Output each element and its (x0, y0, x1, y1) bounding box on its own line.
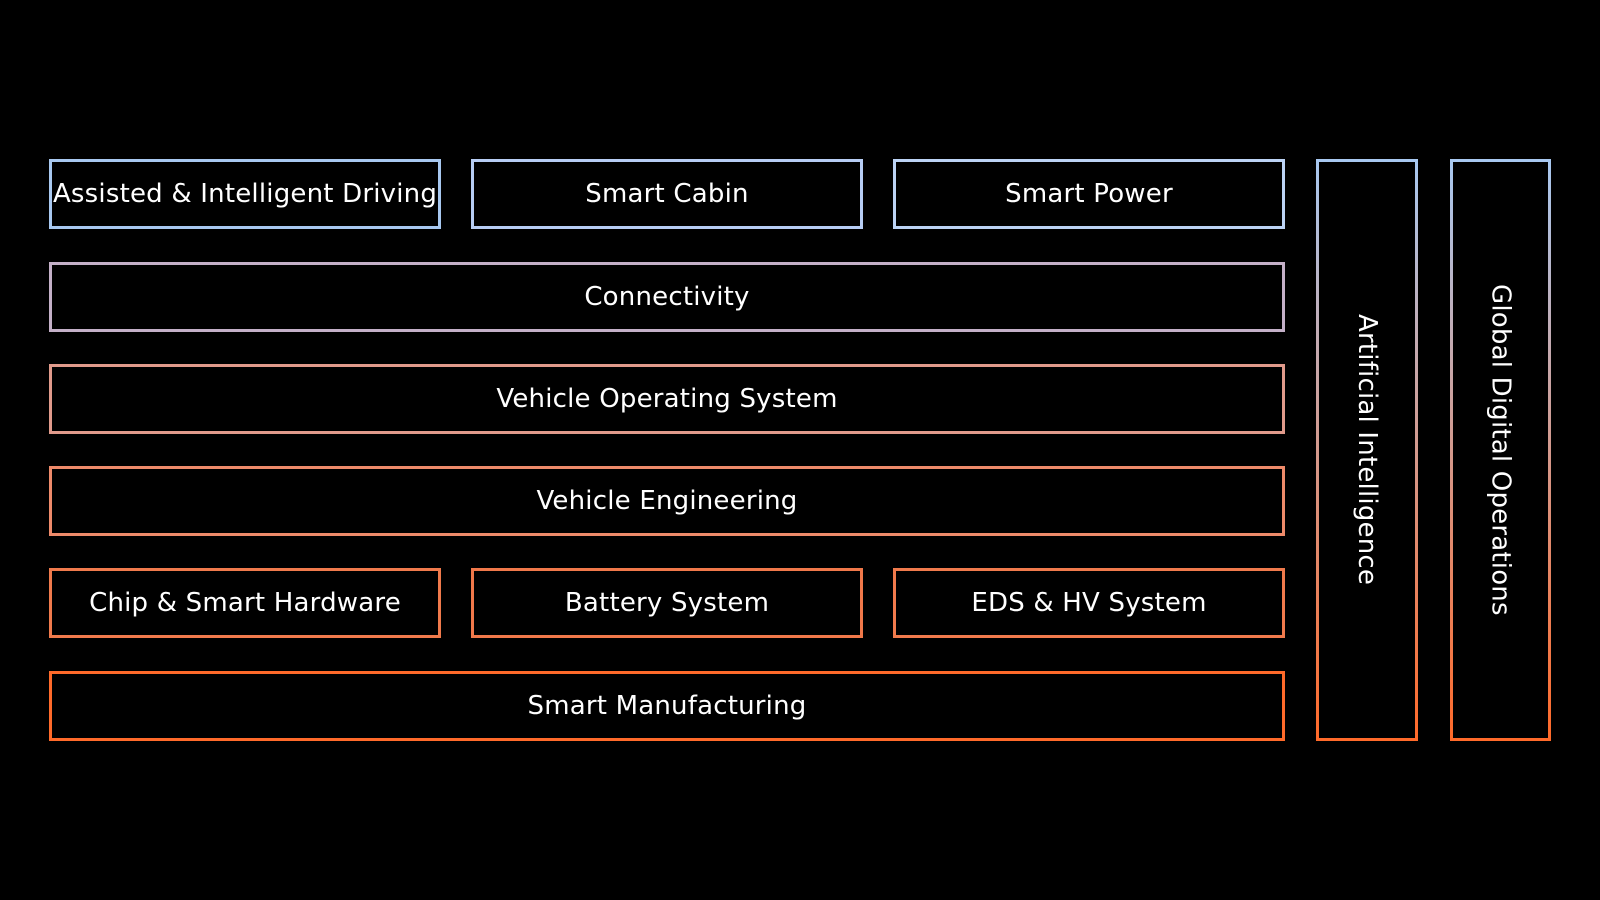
box-smart-cabin: Smart Cabin (471, 159, 863, 229)
box-smart-power: Smart Power (893, 159, 1285, 229)
box-vehicle-engineering: Vehicle Engineering (49, 466, 1285, 536)
box-battery-system: Battery System (471, 568, 863, 638)
label-smart-power: Smart Power (1005, 178, 1173, 209)
box-eds-hv-system: EDS & HV System (893, 568, 1285, 638)
box-vehicle-operating-system: Vehicle Operating System (49, 364, 1285, 434)
label-vehicle-operating-system: Vehicle Operating System (496, 383, 838, 414)
label-assisted-intelligent-driving: Assisted & Intelligent Driving (52, 178, 438, 209)
label-smart-cabin: Smart Cabin (585, 178, 749, 209)
box-smart-manufacturing: Smart Manufacturing (49, 671, 1285, 741)
label-chip-smart-hardware: Chip & Smart Hardware (89, 587, 401, 618)
label-connectivity: Connectivity (584, 281, 750, 312)
box-connectivity: Connectivity (49, 262, 1285, 332)
label-global-digital-operations: Global Digital Operations (1485, 284, 1516, 616)
label-smart-manufacturing: Smart Manufacturing (527, 690, 807, 721)
label-eds-hv-system: EDS & HV System (971, 587, 1207, 618)
box-global-digital-operations: Global Digital Operations (1450, 159, 1551, 741)
label-battery-system: Battery System (564, 587, 770, 618)
box-assisted-intelligent-driving: Assisted & Intelligent Driving (49, 159, 441, 229)
label-artificial-intelligence: Artificial Intelligence (1352, 314, 1382, 586)
box-chip-smart-hardware: Chip & Smart Hardware (49, 568, 441, 638)
label-vehicle-engineering: Vehicle Engineering (536, 485, 798, 516)
box-artificial-intelligence: Artificial Intelligence (1316, 159, 1418, 741)
